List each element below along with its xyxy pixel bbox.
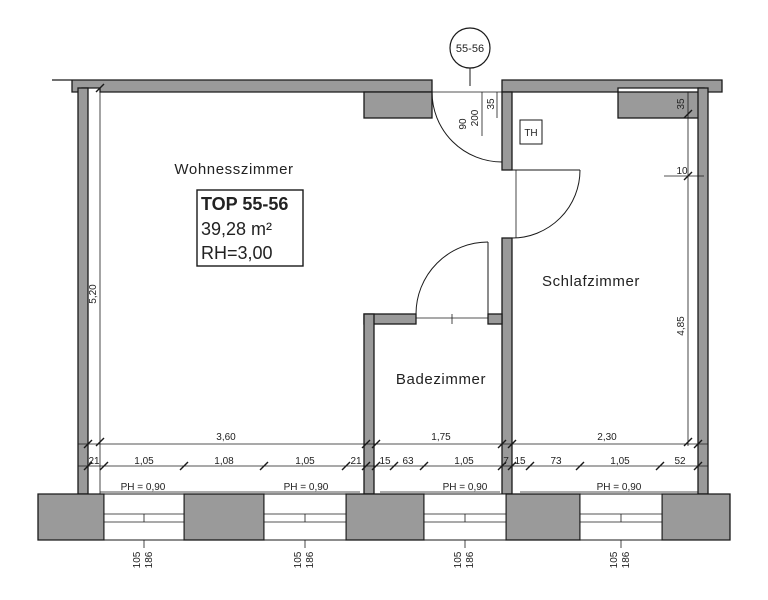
- dim-door-200: 200: [470, 109, 481, 126]
- parapet-1: PH = 0,90: [121, 482, 166, 493]
- window-dim-2-top: 105: [293, 551, 304, 568]
- top-wall-left: [52, 79, 433, 93]
- top-wall-jog-right: [617, 91, 705, 119]
- window-dim-1-top: 105: [132, 551, 143, 568]
- dim-seg-8: 1,05: [454, 456, 474, 467]
- window-dim-4-top: 105: [609, 551, 620, 568]
- dim-seg-5: 21: [350, 456, 362, 467]
- dim-seg-13: 52: [674, 456, 686, 467]
- parapet-2: PH = 0,90: [284, 482, 329, 493]
- dim-total-bed: 2,30: [597, 432, 617, 443]
- window-dim-2-bottom: 186: [305, 551, 316, 568]
- dim-vertical-living: 5,20: [88, 83, 105, 494]
- dim-segment-row: 21 1,05 1,08 1,05 21 15 63 1,05 7 15 73 …: [78, 456, 708, 471]
- dim-small-10: 10: [676, 166, 688, 177]
- bottom-wall-pier-3: [505, 493, 581, 541]
- bath-wall-top-right: [487, 313, 503, 325]
- unit-area: 39,28 m²: [201, 219, 272, 239]
- room-living: Wohnesszimmer: [174, 161, 293, 178]
- bathroom-door: [415, 241, 489, 324]
- dim-seg-1: 21: [88, 456, 100, 467]
- dim-seg-3: 1,08: [214, 456, 234, 467]
- room-bathroom: Badezimmer: [396, 371, 486, 388]
- window-dim-3-top: 105: [453, 551, 464, 568]
- window-dim-1-bottom: 186: [144, 551, 155, 568]
- parapet-row: PH = 0,90 PH = 0,90 PH = 0,90 PH = 0,90: [100, 482, 698, 493]
- dim-entrance: 90 200 35: [458, 92, 498, 136]
- dim-top-35-left: 35: [486, 98, 497, 110]
- top-wall-right: [501, 79, 723, 93]
- dim-seg-7: 63: [402, 456, 414, 467]
- bottom-wall-pier-2: [345, 493, 425, 541]
- bottom-wall-right: [661, 493, 731, 541]
- dim-total-bath: 1,75: [431, 432, 451, 443]
- dim-seg-9: 7: [503, 456, 509, 467]
- window-dims: 105 186 105 186 105 186 105 186: [132, 540, 632, 568]
- unit-title: TOP 55-56: [201, 194, 288, 214]
- parapet-4: PH = 0,90: [597, 482, 642, 493]
- dim-vertical-bedroom: 4,85 10 35: [664, 92, 704, 447]
- dim-door-90: 90: [458, 118, 469, 130]
- window-dim-4-bottom: 186: [621, 551, 632, 568]
- dim-seg-11: 73: [550, 456, 562, 467]
- unit-info-box: [196, 189, 304, 267]
- window-1: [103, 493, 185, 541]
- bedroom-door: [511, 169, 581, 239]
- window-3: [423, 493, 507, 541]
- partition-wall-upper: [501, 91, 513, 171]
- dim-seg-12: 1,05: [610, 456, 630, 467]
- dim-total-living: 3,60: [216, 432, 236, 443]
- th-label: TH: [524, 128, 537, 139]
- dim-vertical-living-label: 5,20: [88, 284, 99, 304]
- dim-seg-4: 1,05: [295, 456, 315, 467]
- window-4: [579, 493, 663, 541]
- dim-seg-6: 15: [379, 456, 391, 467]
- unit-height: RH=3,00: [201, 243, 273, 263]
- room-bedroom: Schlafzimmer: [542, 273, 640, 290]
- window-2: [263, 493, 347, 541]
- top-wall-jog-left: [363, 91, 433, 119]
- dim-vertical-bedroom-label: 4,85: [676, 316, 687, 336]
- th-shaft: [519, 119, 543, 145]
- unit-info: TOP 55-56 39,28 m² RH=3,00: [196, 189, 304, 267]
- dim-top-35-right: 35: [676, 98, 687, 110]
- entrance-door: [431, 91, 503, 163]
- bottom-wall-pier-1: [183, 493, 265, 541]
- right-wall: [697, 87, 709, 495]
- section-marker: 55-56: [449, 27, 491, 86]
- bottom-wall-left: [37, 493, 105, 541]
- left-wall: [77, 87, 89, 495]
- window-dim-3-bottom: 186: [465, 551, 476, 568]
- parapet-3: PH = 0,90: [443, 482, 488, 493]
- section-marker-label: 55-56: [456, 43, 484, 55]
- dim-seg-10: 15: [514, 456, 526, 467]
- dim-total-row: 3,60 1,75 2,30: [78, 432, 708, 449]
- dim-seg-2: 1,05: [134, 456, 154, 467]
